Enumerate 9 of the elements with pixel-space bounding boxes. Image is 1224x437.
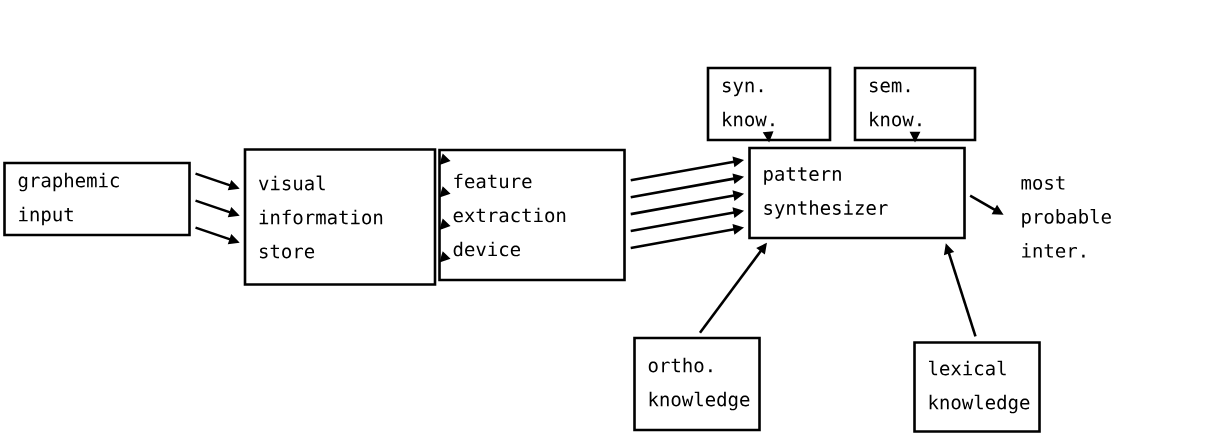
process-box: pattern synthesizer bbox=[748, 146, 966, 240]
process-box: lexical knowledge bbox=[913, 341, 1041, 433]
process-box: ortho. knowledge bbox=[633, 336, 761, 432]
process-box: sem. know. bbox=[853, 66, 977, 142]
process-box: feature extraction device bbox=[438, 148, 626, 282]
process-box: graphemic input bbox=[3, 161, 191, 237]
output-label: most probable inter. bbox=[1021, 176, 1111, 258]
process-box: visual information store bbox=[243, 148, 437, 286]
process-box: syn. know. bbox=[706, 66, 832, 142]
